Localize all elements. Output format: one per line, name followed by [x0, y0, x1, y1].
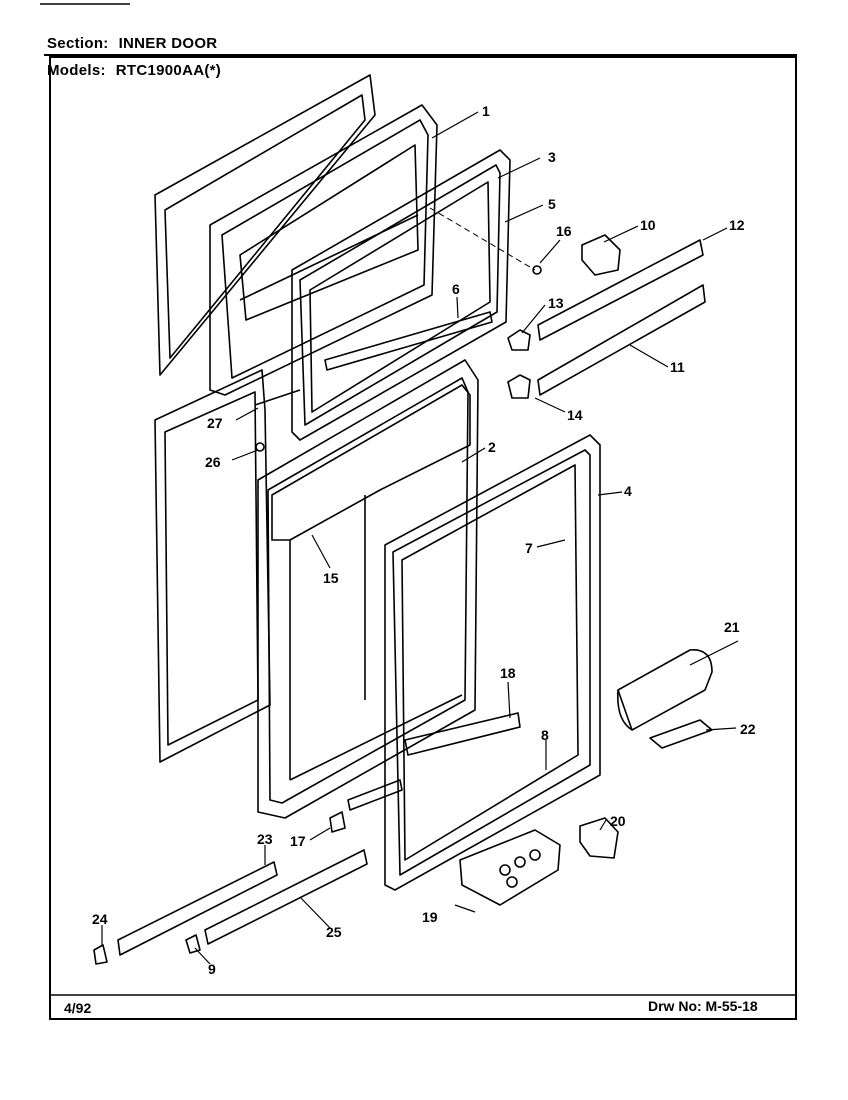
callout-4: 4 — [624, 483, 632, 499]
part-16-screw — [532, 265, 542, 275]
part-22-base — [649, 719, 713, 749]
callout-20: 20 — [610, 813, 626, 829]
models-label: Models: — [47, 62, 106, 79]
callout-17: 17 — [290, 833, 306, 849]
part-1-upper-liner — [209, 104, 438, 396]
part-26-screw — [255, 442, 265, 452]
callout-19: 19 — [422, 909, 438, 925]
callout-5: 5 — [548, 196, 556, 212]
part-12-strip — [537, 239, 704, 341]
callout-8: 8 — [541, 727, 549, 743]
callout-21: 21 — [724, 619, 740, 635]
callout-23: 23 — [257, 831, 273, 847]
callout-6: 6 — [452, 281, 460, 297]
callout-15: 15 — [323, 570, 339, 586]
callout-2: 2 — [488, 439, 496, 455]
part-17-strip — [347, 779, 403, 811]
callout-25: 25 — [326, 924, 342, 940]
part-2-lower-liner — [257, 359, 479, 819]
callout-7: 7 — [525, 540, 533, 556]
part-24-cap — [93, 944, 108, 965]
callout-3: 3 — [548, 149, 556, 165]
section-header: Section: INNER DOOR — [47, 35, 217, 52]
part-17-cap — [329, 811, 346, 833]
footer-date: 4/92 — [64, 1000, 92, 1016]
part-27-strip — [254, 389, 301, 406]
callout-13: 13 — [548, 295, 564, 311]
section-value: INNER DOOR — [118, 35, 218, 52]
callout-27: 27 — [207, 415, 223, 431]
callout-10: 10 — [640, 217, 656, 233]
section-label: Section: — [47, 35, 109, 52]
models-value: RTC1900AA(*) — [115, 62, 222, 79]
part-21-cover — [616, 649, 713, 731]
callout-16: 16 — [556, 223, 572, 239]
callout-9: 9 — [208, 961, 216, 977]
part-19-bin — [459, 829, 561, 906]
part-23-strip — [117, 861, 278, 956]
callout-24: 24 — [92, 911, 108, 927]
part-3-upper-gasket — [291, 149, 511, 441]
part-6-strip — [324, 311, 493, 371]
diagram-border — [49, 56, 797, 1020]
part-4-lower-gasket — [384, 434, 601, 891]
callout-18: 18 — [500, 665, 516, 681]
part-10-bracket — [581, 234, 621, 276]
callout-1: 1 — [482, 103, 490, 119]
part-13-cap — [507, 329, 531, 351]
leader-lines — [101, 111, 739, 965]
callout-11: 11 — [670, 359, 685, 375]
upper-door-panel — [154, 74, 376, 376]
callout-14: 14 — [567, 407, 583, 423]
part-20-bracket — [579, 817, 619, 859]
callout-12: 12 — [729, 217, 745, 233]
part-14-cap — [507, 374, 531, 399]
callout-22: 22 — [740, 721, 756, 737]
part-9-cap — [185, 934, 201, 954]
footer-drawing-number: Drw No: M-55-18 — [648, 998, 758, 1014]
part-18-strip — [404, 712, 521, 756]
part-11-strip — [537, 284, 706, 396]
part-25-strip — [204, 849, 368, 945]
callout-26: 26 — [205, 454, 221, 470]
models-header: Models: RTC1900AA(*) — [47, 62, 221, 79]
dash-line-16 — [429, 207, 536, 271]
